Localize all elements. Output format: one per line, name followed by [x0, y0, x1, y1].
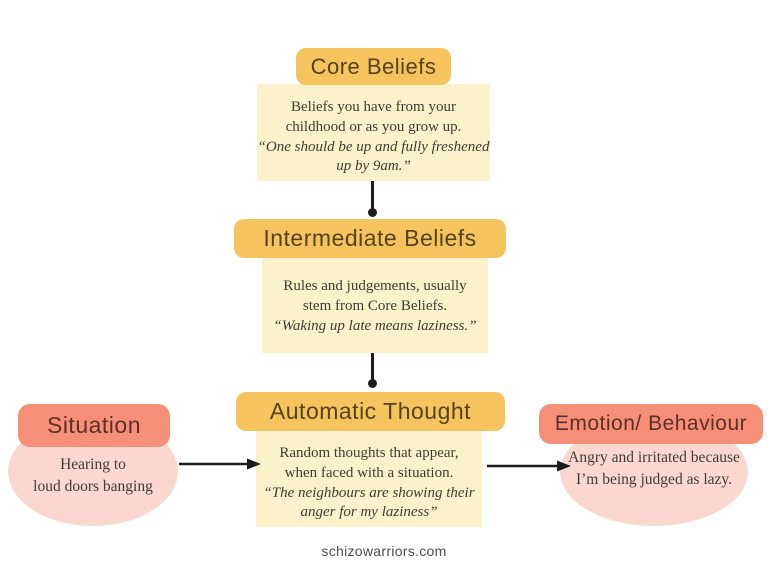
core-beliefs-title: Core Beliefs [296, 48, 451, 85]
description-line: when faced with a situation. [284, 464, 454, 481]
connector-dot [368, 208, 377, 217]
quote-line: up by 9am.” [336, 158, 411, 175]
automatic-thought-description: Random thoughts that appear, when faced … [256, 430, 482, 527]
description-line: Angry and irritated because [568, 449, 740, 466]
quote-line: “One should be up and fully freshened [257, 138, 490, 155]
emotion-behaviour-title: Emotion/ Behaviour [539, 404, 763, 444]
description-line: stem from Core Beliefs. [302, 297, 448, 314]
connector-dot [368, 379, 377, 388]
description-line: Beliefs you have from your [291, 99, 456, 115]
description-line: Hearing to [60, 456, 126, 473]
description-line: loud doors banging [33, 478, 153, 496]
description-line: childhood or as you grow up. [285, 118, 462, 135]
intermediate-beliefs-description: Rules and judgements, usually stem from … [262, 258, 488, 353]
quote-line: “The neighbours are showing their [263, 484, 475, 501]
description-line: Random thoughts that appear, [279, 445, 459, 461]
connector-line [371, 353, 374, 383]
connector-line [371, 181, 374, 212]
intermediate-beliefs-title: Intermediate Beliefs [234, 219, 506, 258]
quote-line: anger for my laziness” [300, 504, 438, 521]
core-beliefs-description: Beliefs you have from your childhood or … [257, 84, 490, 181]
description-line: I’m being judged as lazy. [575, 471, 733, 489]
right-arrow-icon [179, 458, 261, 470]
right-arrow-icon [487, 460, 571, 472]
description-line: Rules and judgements, usually [283, 278, 467, 294]
watermark: schizowarriors.com [321, 543, 447, 559]
quote-line: “Waking up late means laziness.” [273, 317, 477, 334]
situation-title: Situation [18, 404, 170, 447]
automatic-thought-title: Automatic Thought [236, 392, 505, 431]
